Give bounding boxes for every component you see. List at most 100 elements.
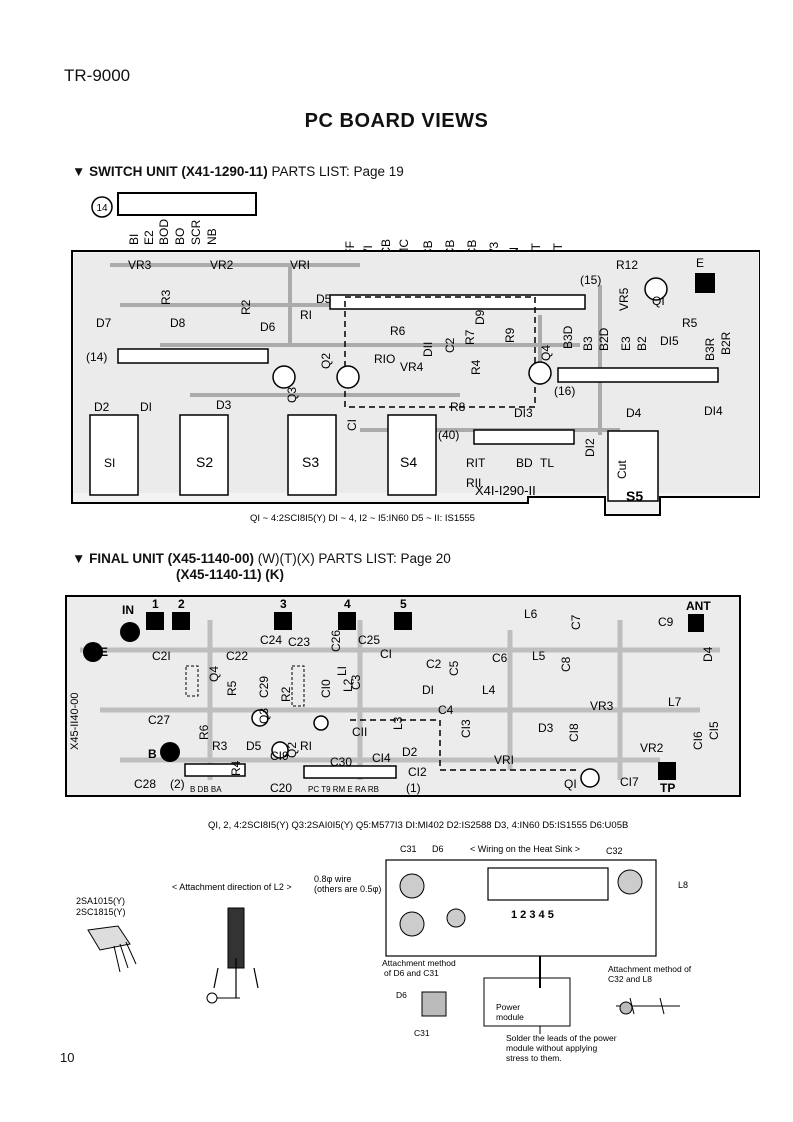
switch-label: DI [140,400,152,414]
attach-c32-1: Attachment method of [608,964,692,974]
final-unit-heading-mid: (W)(T)(X) PARTS LIST: Page 20 [257,551,451,566]
final-label: R5 [225,680,239,696]
final-label: IN [122,603,134,617]
switch-label: R8 [450,400,466,414]
final-unit-heading: ▼ FINAL UNIT (X45-1140-00) (W)(T)(X) PAR… [72,551,451,566]
solder-note-2: module without applying [506,1043,597,1053]
final-label: CI3 [459,719,473,738]
terminal-number: 2 [178,597,185,611]
switch-label: S2 [196,454,213,470]
final-label: C22 [226,649,248,663]
final-label: VR3 [590,699,614,713]
final-board-number: X45-II40-00 [69,693,81,750]
triangle-icon: ▼ [72,164,86,179]
attach-c32-2: C32 and L8 [608,974,652,984]
terminal-number: 5 [400,597,407,611]
switch-label: D7 [96,316,112,330]
c31-label: C31 [400,844,417,854]
final-label: C9 [658,615,674,629]
wire-note-2: (others are 0.5φ) [314,884,381,894]
switch-label: DII [421,342,435,357]
final-label: C25 [358,633,380,647]
final-label: R4 [229,760,243,776]
top-label-left: E2 [142,230,156,245]
switch-label: B3D [561,325,575,349]
switch-label: R5 [682,316,698,330]
switch-label: S5 [626,488,643,504]
top-label-left: BOD [157,219,171,245]
switch-label: QI [652,294,665,308]
page-number: 10 [60,1050,75,1065]
final-label: D5 [246,739,262,753]
switch-label: S3 [302,454,319,470]
final-label: PC T9 RM E RA RB [308,785,379,794]
transistor-drawing [87,925,137,973]
switch-label: (15) [580,273,601,287]
final-label: VRI [494,753,514,767]
switch-label: VR3 [128,258,152,272]
switch-label: D5 [316,292,332,306]
final-label: R6 [197,724,211,740]
final-label: D2 [402,745,418,759]
switch-label: RI [300,308,312,322]
final-label: VR2 [640,741,664,755]
final-label: C3 [349,674,363,690]
final-label: R2 [279,686,293,702]
switch-label: VR2 [210,258,234,272]
top-label-left: SCR [189,219,203,245]
final-label: CII [352,725,367,739]
final-label: C7 [569,614,583,630]
final-label: L2 [341,678,355,692]
switch-label: Q2 [319,353,333,369]
final-label: C2 [426,657,442,671]
switch-label: SI [104,456,115,470]
switch-label: Q3 [285,387,299,403]
model-number: TR-9000 [64,66,131,85]
final-label: E [100,645,108,659]
solder-note-1: Solder the leads of the power [506,1033,617,1043]
final-label: C24 [260,633,282,647]
final-label: C30 [330,755,352,769]
transistor-type-2: 2SC1815(Y) [76,907,126,917]
switch-label: E [696,256,704,270]
final-label: C27 [148,713,170,727]
final-label: CI0 [319,679,333,698]
final-label: CI5 [707,721,721,740]
detail-drawings: 2SA1015(Y) 2SC1815(Y) < Attachment direc… [76,844,692,1063]
final-label: C26 [329,630,343,652]
power-module-1: Power [496,1002,520,1012]
power-module-2: module [496,1012,524,1022]
final-label: C8 [559,656,573,672]
top-label-left: BI [127,234,141,245]
final-label: D4 [701,646,715,662]
switch-label: RIO [374,352,395,366]
final-unit-heading-line2: (X45-1140-11) (K) [176,567,285,582]
final-label: C5 [447,660,461,676]
switch-unit-heading-rest: PARTS LIST: Page 19 [271,164,404,179]
switch-label: R6 [390,324,406,338]
final-label: CI2 [408,765,427,779]
l2-coil-drawing [206,907,259,1004]
final-label: C23 [288,635,310,649]
switch-label: DI4 [704,404,723,418]
switch-label: RII [466,476,481,490]
final-label: CI6 [691,731,705,750]
final-label: C29 [257,676,271,698]
attach-l2-label: < Attachment direction of L2 > [172,882,292,892]
switch-label: B2D [597,327,611,351]
switch-label: BD [516,456,533,470]
switch-label: Q4 [539,345,553,361]
switch-label: (40) [438,428,459,442]
final-label: LI [335,666,349,676]
switch-label: DI2 [583,438,597,457]
final-label: C6 [492,651,508,665]
switch-label: B2R [719,331,733,355]
switch-label: C2 [443,337,457,353]
connector-14-label: 14 [96,203,108,214]
solder-note-3: stress to them. [506,1053,562,1063]
final-label: L3 [391,716,405,730]
switch-label: (16) [554,384,575,398]
